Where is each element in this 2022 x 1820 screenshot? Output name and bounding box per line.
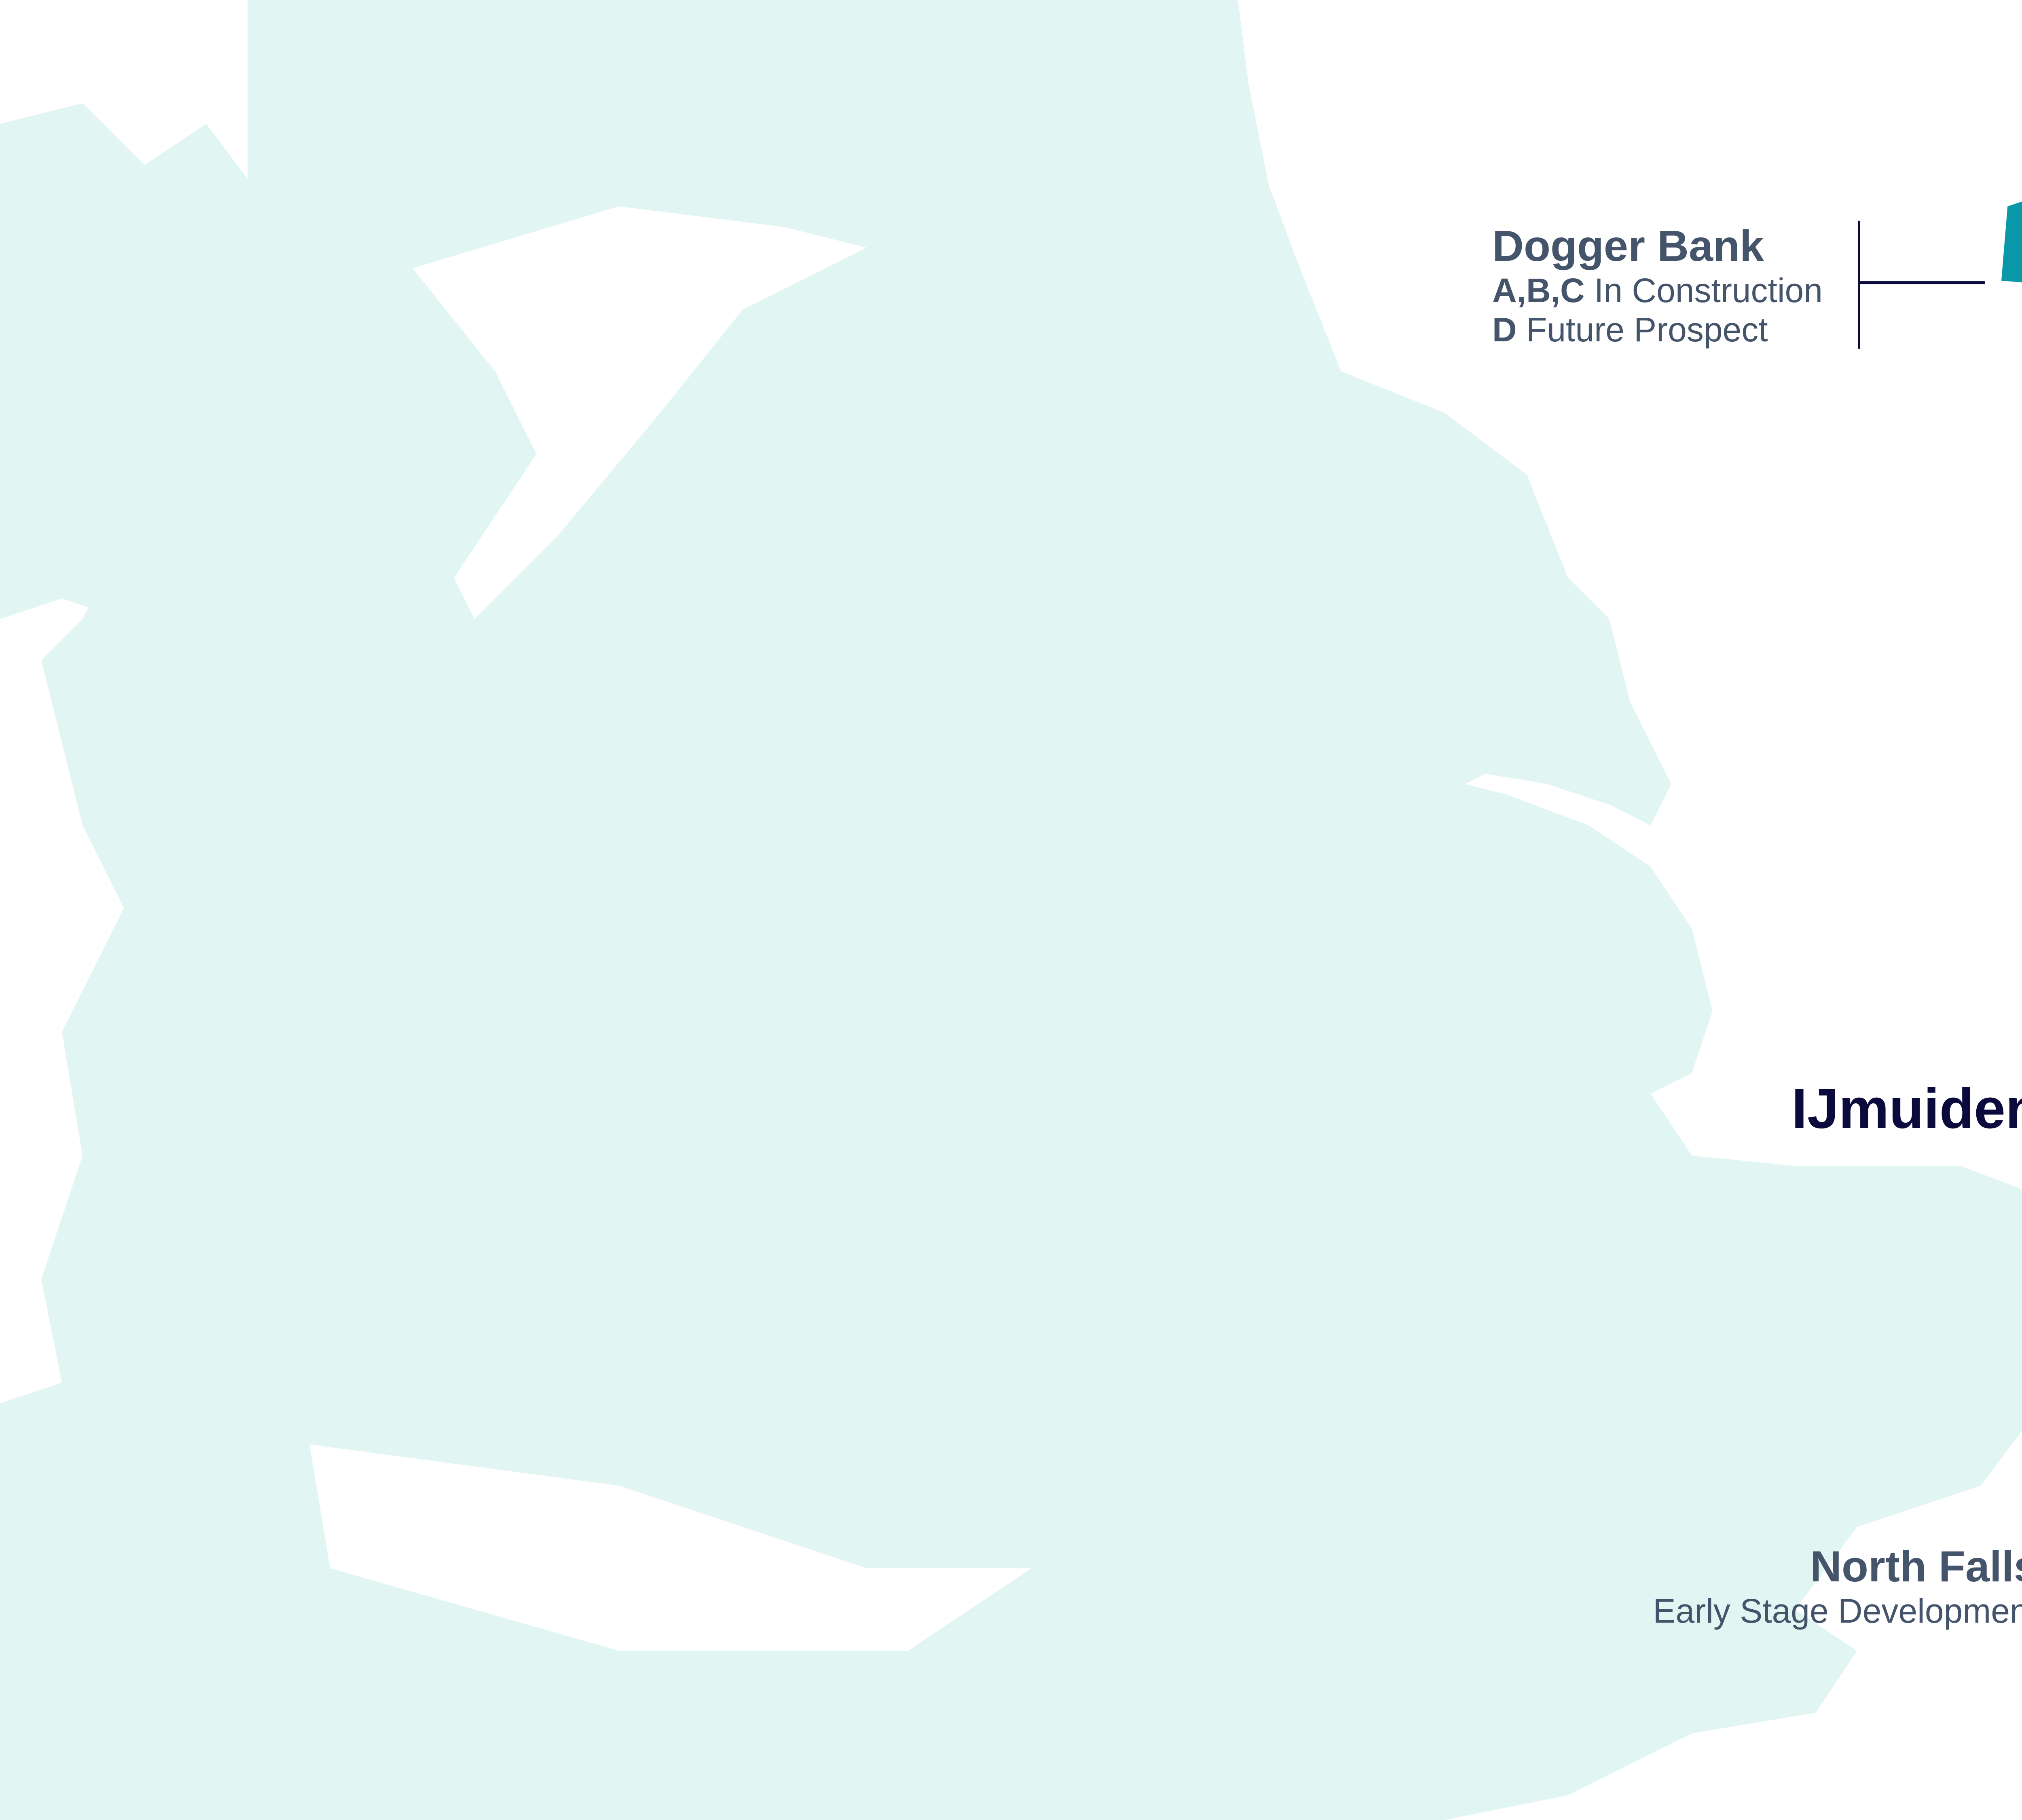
north-falls-status: Early Stage Development — [1653, 1592, 2022, 1630]
north-falls-label[interactable]: North Falls Early Stage Development — [1653, 1541, 2022, 1631]
land-west — [0, 103, 269, 619]
dogger-bank-label[interactable]: Dogger Bank A,B,C In Construction D Futu… — [1492, 220, 1823, 349]
water-bay — [412, 206, 867, 619]
dogger-bank-status-2-text: Future Prospect — [1516, 311, 1768, 349]
water-channel — [309, 1444, 1032, 1651]
dogger-bank-title: Dogger Bank — [1492, 221, 1764, 270]
dogger-bank-status-1: A,B,C In Construction — [1492, 271, 1823, 310]
north-falls-title: North Falls — [1810, 1542, 2022, 1591]
dogger-bank-status-2-zones: D — [1492, 311, 1517, 349]
dogger-zone-b — [2001, 201, 2022, 283]
ijmuiden-ver-alpha-label[interactable]: IJmuiden Ver Alpha — [1791, 1077, 2022, 1140]
dogger-bank-status-2: D Future Prospect — [1492, 310, 1823, 349]
dogger-bank-status-1-zones: A,B,C — [1492, 271, 1585, 309]
dogger-bank-status-1-text: In Construction — [1584, 271, 1823, 309]
